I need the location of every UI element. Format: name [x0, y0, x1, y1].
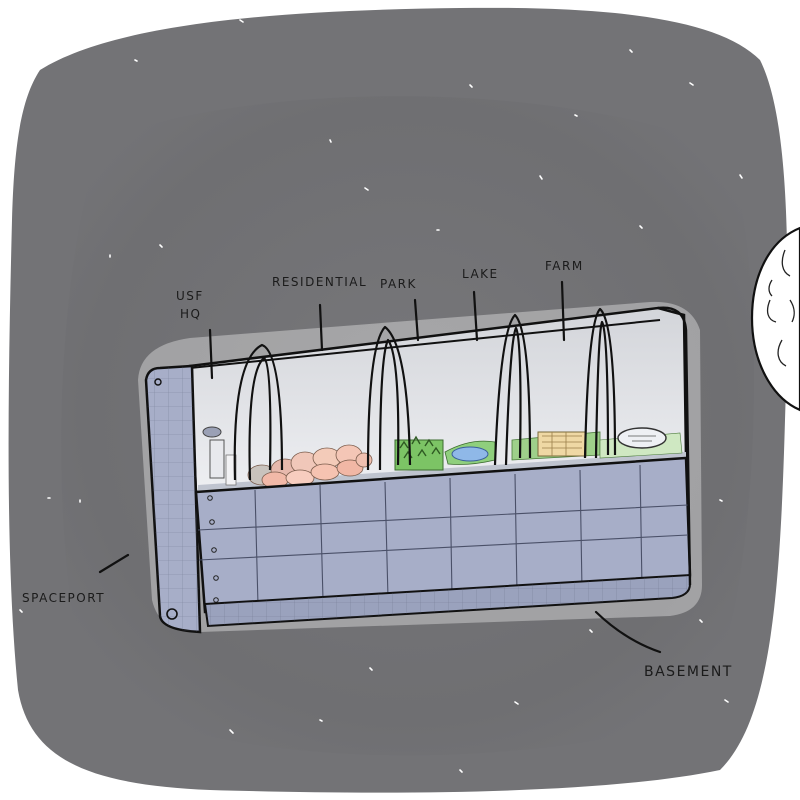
- label-hq: HQ: [180, 307, 201, 321]
- stars: [19, 19, 743, 773]
- dome-arches: [233, 307, 617, 481]
- space-station: [138, 301, 702, 634]
- farm-fields: [511, 427, 683, 461]
- label-farm: FARM: [545, 259, 584, 273]
- lake: [444, 440, 496, 465]
- label-lake: LAKE: [462, 267, 499, 281]
- right-endcap: [657, 306, 692, 586]
- usf-hq-building: [202, 426, 237, 486]
- leader-lines: [98, 280, 662, 654]
- label-residential: RESIDENTIAL: [272, 275, 367, 289]
- label-basement: BASEMENT: [644, 664, 733, 680]
- hull-panels: [197, 464, 689, 606]
- park-trees: [394, 435, 444, 471]
- moon: [750, 226, 800, 412]
- labels: USF HQ RESIDENTIAL PARK LAKE FARM SPACEP…: [22, 259, 733, 680]
- label-park: PARK: [380, 277, 417, 291]
- label-spaceport: SPACEPORT: [22, 591, 105, 605]
- hull-rivets: [207, 495, 219, 603]
- label-usf: USF: [176, 289, 204, 303]
